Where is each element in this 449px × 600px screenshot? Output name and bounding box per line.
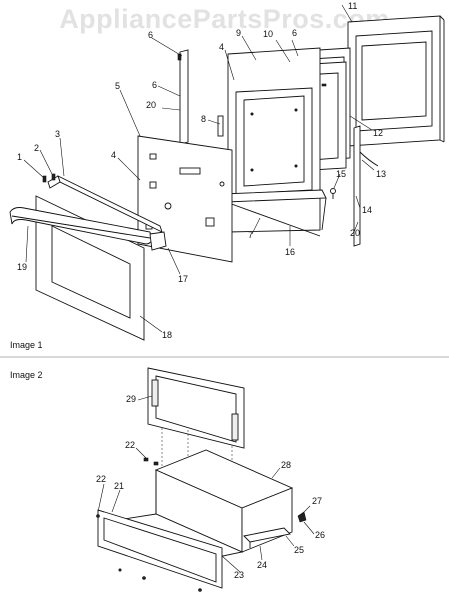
bottom-trim-strip — [221, 189, 327, 237]
door-clip — [217, 115, 224, 137]
handle-end-cap — [149, 231, 167, 251]
callout-12: 12 — [373, 128, 384, 138]
callout-24: 24 — [257, 560, 268, 570]
callout-8: 8 — [201, 114, 207, 124]
fastener-clips — [42, 173, 56, 183]
leader-lines-image2 — [97, 395, 315, 573]
section-title-image1: Image 1 — [10, 340, 43, 350]
screw — [330, 188, 336, 199]
left-hinge-channel — [177, 49, 189, 145]
callout-27: 27 — [312, 496, 323, 506]
callout-25: 25 — [294, 545, 305, 555]
drawer-slide-rail — [243, 527, 291, 548]
callout-20-right: 20 — [350, 228, 361, 238]
callout-19: 19 — [17, 262, 28, 272]
callout-13: 13 — [376, 169, 387, 179]
callout-16: 16 — [285, 247, 296, 257]
callout-22-upper: 22 — [125, 440, 136, 450]
outer-door-frame — [347, 15, 445, 147]
drawer-clip — [297, 511, 307, 523]
callout-11: 11 — [348, 1, 358, 11]
callout-28: 28 — [281, 460, 292, 470]
callout-20-left: 20 — [146, 100, 157, 110]
callout-4-upper: 4 — [219, 42, 225, 52]
drawer-front-panel — [97, 509, 223, 589]
corner-piece — [359, 151, 379, 167]
callout-2: 2 — [34, 143, 40, 153]
right-door-bracket — [353, 125, 361, 247]
callout-17: 17 — [178, 274, 189, 284]
watermark: AppliancePartsPros.com — [59, 4, 390, 34]
callout-23: 23 — [234, 570, 245, 580]
callout-21: 21 — [114, 481, 125, 491]
door-handle — [9, 207, 153, 245]
callout-6-lower: 6 — [152, 80, 158, 90]
callout-14: 14 — [362, 205, 373, 215]
callout-7: 7 — [248, 230, 254, 240]
callout-18: 18 — [162, 330, 173, 340]
callout-9: 9 — [236, 28, 242, 38]
section-title-image2: Image 2 — [10, 370, 43, 380]
inner-door-panel — [227, 47, 321, 233]
callout-6-right: 6 — [292, 28, 298, 38]
callout-10: 10 — [263, 29, 274, 39]
leader-lines-image1 — [23, 4, 375, 333]
callout-15: 15 — [336, 169, 347, 179]
callout-1: 1 — [17, 152, 23, 162]
callout-29: 29 — [126, 394, 137, 404]
callout-26: 26 — [315, 530, 326, 540]
callout-5: 5 — [115, 81, 121, 91]
callout-22-lower: 22 — [96, 474, 107, 484]
drawer-screws — [96, 457, 202, 592]
drawer-back-panel — [147, 367, 245, 449]
callout-3: 3 — [55, 129, 61, 139]
callout-4-left: 4 — [111, 150, 117, 160]
callout-6-upper: 6 — [148, 30, 154, 40]
